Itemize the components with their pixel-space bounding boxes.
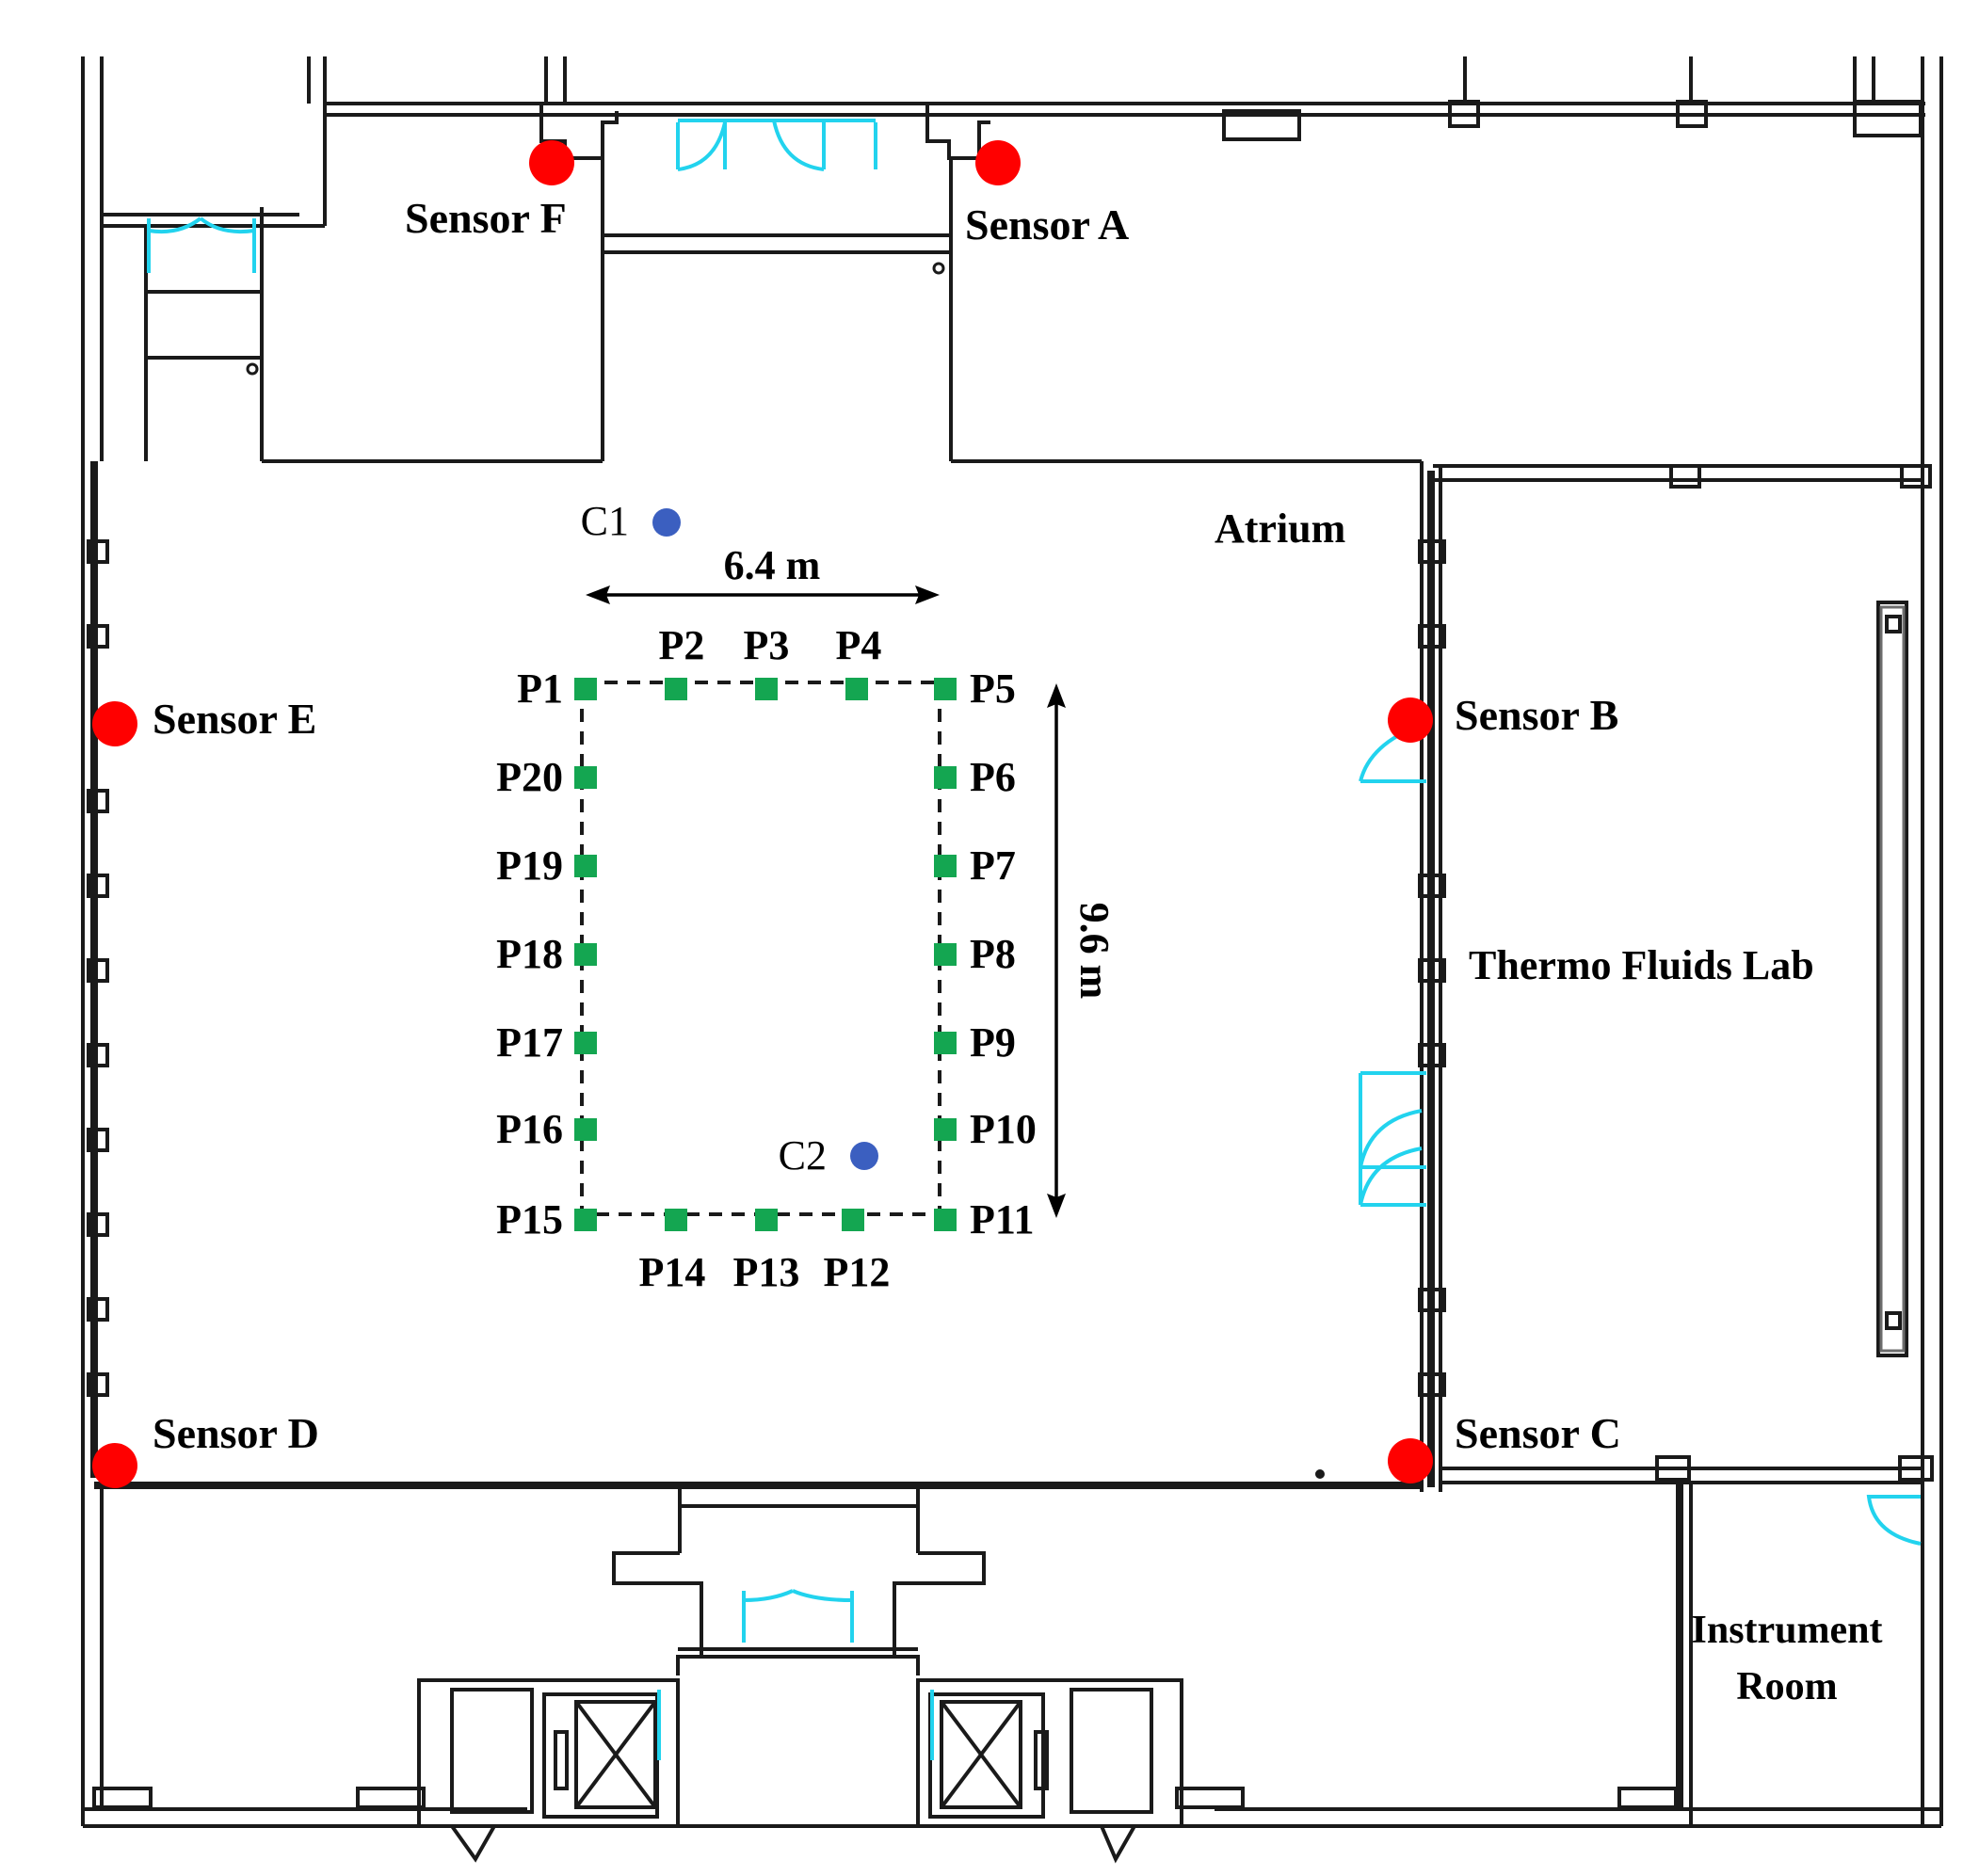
point-p3-label: P3 [744, 622, 790, 668]
point-p12-label: P12 [824, 1249, 891, 1295]
point-p1-label: P1 [517, 665, 563, 712]
point-p10-marker [934, 1118, 957, 1141]
point-p16-label: P16 [496, 1106, 563, 1152]
point-p14-marker [665, 1209, 687, 1231]
instrument-room-label-line2: Room [1736, 1665, 1837, 1708]
point-p11-label: P11 [970, 1196, 1034, 1243]
point-p17-marker [574, 1032, 597, 1054]
point-p5-marker [934, 678, 957, 700]
c1-label: C1 [581, 498, 629, 544]
point-p16-marker [574, 1118, 597, 1141]
c2-marker [850, 1142, 878, 1170]
upper-rooms [144, 158, 1932, 489]
sensor-f-label: Sensor F [405, 194, 567, 242]
point-p14-label: P14 [639, 1249, 706, 1295]
point-p10-label: P10 [970, 1106, 1037, 1152]
width-dimension-label: 6.4 m [724, 542, 821, 588]
sensor-b-label: Sensor B [1455, 691, 1618, 739]
point-p13-label: P13 [733, 1249, 800, 1295]
point-p5-label: P5 [970, 665, 1016, 712]
atrium-west-wall-marks [87, 539, 109, 1397]
sensor-c-label: Sensor C [1455, 1409, 1621, 1457]
point-p15-label: P15 [496, 1196, 563, 1243]
atrium-label: Atrium [1215, 505, 1345, 552]
point-p8-marker [934, 943, 957, 966]
point-p18-marker [574, 943, 597, 966]
lower-rooms [92, 1455, 1934, 1864]
c1-marker [652, 508, 681, 537]
atrium-east-wall [1418, 466, 1446, 1492]
point-p7-marker [934, 855, 957, 877]
point-p20-label: P20 [496, 754, 563, 800]
point-p2-marker [665, 678, 687, 700]
doors [147, 119, 1922, 1760]
point-p13-marker [755, 1209, 778, 1231]
sensor-f-marker [529, 140, 574, 185]
sensor-e-label: Sensor E [153, 695, 316, 743]
point-p8-label: P8 [970, 931, 1016, 977]
point-p20-marker [574, 766, 597, 789]
height-dimension [1047, 683, 1066, 1218]
c2-label: C2 [779, 1132, 827, 1179]
point-p19-label: P19 [496, 842, 563, 889]
sensor-d-label: Sensor D [153, 1409, 319, 1457]
sensor-b-marker [1388, 697, 1433, 743]
height-dimension-label: 9.6 m [1071, 903, 1118, 1000]
point-p3-marker [755, 678, 778, 700]
point-p9-label: P9 [970, 1019, 1016, 1066]
point-p19-marker [574, 855, 597, 877]
sensor-e-marker [92, 701, 137, 746]
sensor-d-marker [92, 1443, 137, 1488]
point-p2-label: P2 [659, 622, 705, 668]
point-p17-label: P17 [496, 1019, 563, 1066]
instrument-room-label-line1: Instrument [1691, 1609, 1882, 1652]
thermo-fluids-lab-label: Thermo Fluids Lab [1469, 942, 1814, 988]
markers-layer: Sensor A Sensor B Sensor C Sensor D Sensor E… [92, 140, 1621, 1488]
width-dimension [586, 585, 940, 604]
point-p4-label: P4 [836, 622, 882, 668]
point-p7-label: P7 [970, 842, 1016, 889]
point-p15-marker [574, 1209, 597, 1231]
sensor-c-marker [1388, 1438, 1433, 1483]
point-p9-marker [934, 1032, 957, 1054]
point-p18-label: P18 [496, 931, 563, 977]
sensor-a-label: Sensor A [965, 200, 1129, 249]
point-p11-marker [934, 1209, 957, 1231]
point-p12-marker [842, 1209, 864, 1231]
building-walls [81, 56, 1943, 1828]
point-p1-marker [574, 678, 597, 700]
lab-equipment [1876, 601, 1908, 1357]
measurement-perimeter [580, 681, 941, 1216]
point-p6-label: P6 [970, 754, 1016, 800]
sensor-a-marker [975, 140, 1021, 185]
point-p6-marker [934, 766, 957, 789]
point-p4-marker [845, 678, 868, 700]
